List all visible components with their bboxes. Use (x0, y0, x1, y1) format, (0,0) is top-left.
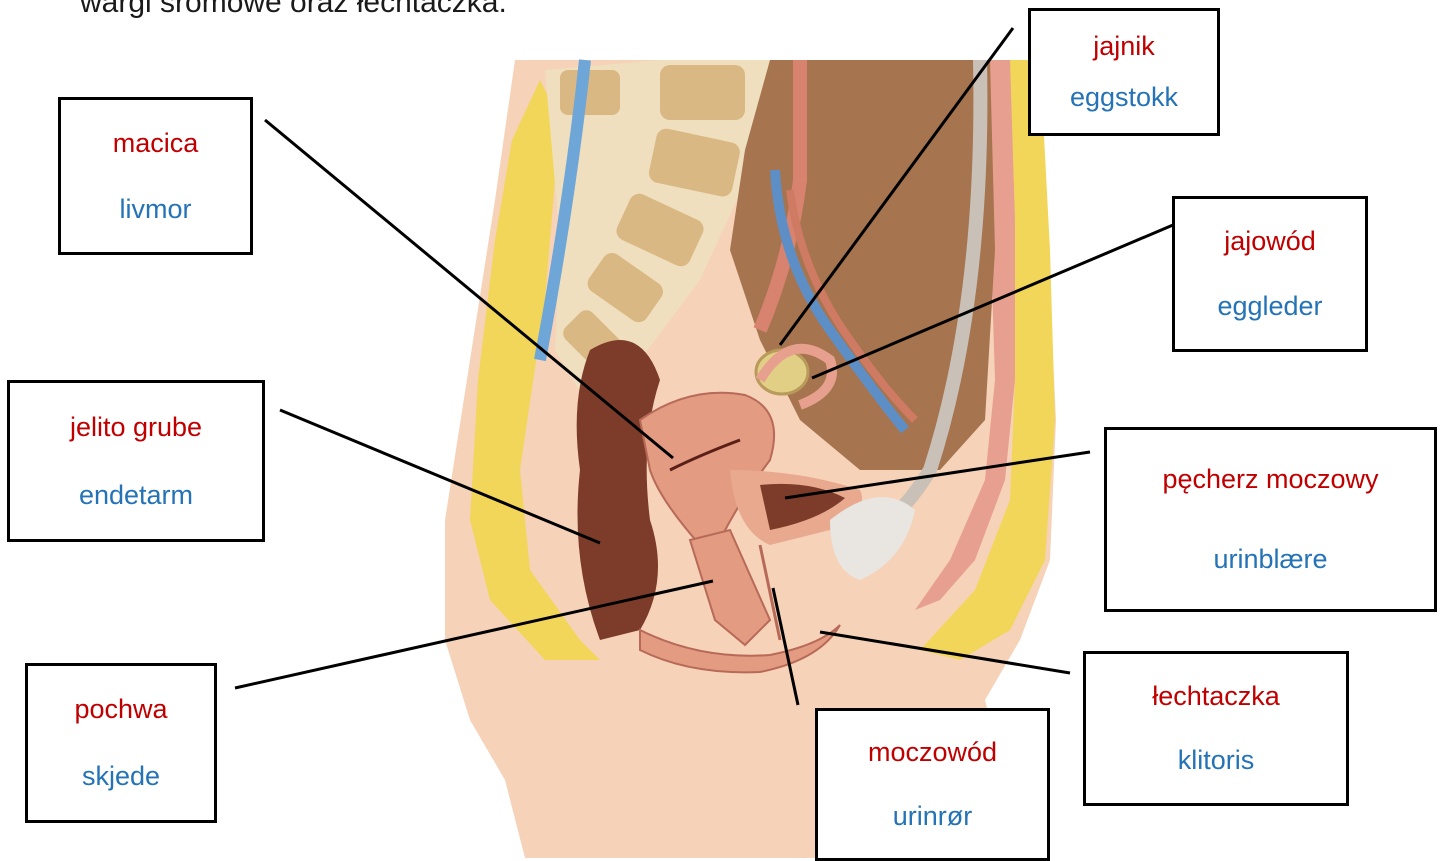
label-box-pochwa: pochwa skjede (25, 663, 217, 823)
label-pecherz-norwegian: urinblære (1213, 546, 1327, 573)
label-jelito-norwegian: endetarm (79, 482, 193, 509)
label-macica-polish: macica (113, 130, 199, 157)
label-box-jajnik: jajnik eggstokk (1028, 8, 1220, 136)
label-box-jelito-grube: jelito grube endetarm (7, 380, 265, 542)
label-moczowod-norwegian: urinrør (893, 803, 973, 830)
label-jajowod-polish: jajowód (1224, 228, 1316, 255)
label-moczowod-polish: moczowód (868, 739, 997, 766)
label-pochwa-polish: pochwa (74, 696, 167, 723)
label-jajowod-norwegian: eggleder (1217, 293, 1322, 320)
label-lechtaczka-polish: łechtaczka (1152, 683, 1280, 710)
label-box-jajowod: jajowód eggleder (1172, 196, 1368, 352)
label-lechtaczka-norwegian: klitoris (1178, 747, 1255, 774)
label-box-pecherz-moczowy: pęcherz moczowy urinblære (1104, 427, 1437, 612)
label-box-lechtaczka: łechtaczka klitoris (1083, 651, 1349, 806)
label-pochwa-norwegian: skjede (82, 763, 160, 790)
label-jajnik-norwegian: eggstokk (1070, 84, 1178, 111)
label-box-macica: macica livmor (58, 97, 253, 255)
label-macica-norwegian: livmor (120, 196, 192, 223)
label-pecherz-polish: pęcherz moczowy (1162, 466, 1378, 493)
label-box-moczowod: moczowód urinrør (815, 708, 1050, 861)
label-jajnik-polish: jajnik (1093, 33, 1155, 60)
label-jelito-polish: jelito grube (70, 414, 202, 441)
